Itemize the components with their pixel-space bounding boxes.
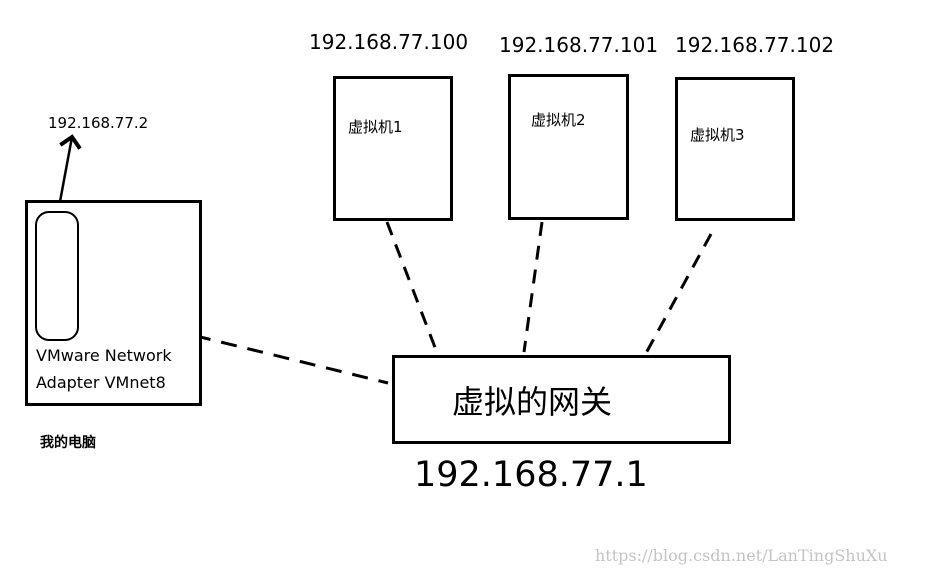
link-pc-gateway bbox=[89, 308, 389, 385]
link-vm1-gateway bbox=[385, 221, 438, 351]
vm2-ip: 192.168.77.101 bbox=[499, 33, 659, 57]
vm3-label: 虚拟机3 bbox=[690, 126, 745, 144]
vm1-box bbox=[333, 76, 453, 221]
vm3-ip: 192.168.77.102 bbox=[675, 33, 835, 57]
vm1-label: 虚拟机1 bbox=[348, 118, 403, 136]
link-vm3-gateway bbox=[643, 233, 713, 356]
vm2-label: 虚拟机2 bbox=[531, 111, 586, 129]
pc-uplink-ip: 192.168.77.2 bbox=[48, 114, 149, 132]
gateway-box bbox=[392, 355, 731, 444]
vm3-box bbox=[675, 77, 795, 221]
link-vm2-gateway bbox=[522, 221, 544, 353]
adapter-name-line2: Adapter VMnet8 bbox=[36, 373, 166, 392]
network-adapter-shape bbox=[35, 211, 79, 341]
uplink-arrow bbox=[57, 134, 82, 208]
vm2-box bbox=[508, 74, 629, 220]
gateway-ip: 192.168.77.1 bbox=[414, 455, 648, 495]
watermark: https://blog.csdn.net/LanTingShuXu bbox=[595, 546, 888, 565]
pc-caption: 我的电脑 bbox=[40, 435, 96, 451]
adapter-name-line1: VMware Network bbox=[36, 346, 172, 365]
gateway-label: 虚拟的网关 bbox=[452, 383, 613, 421]
vm1-ip: 192.168.77.100 bbox=[309, 30, 469, 54]
